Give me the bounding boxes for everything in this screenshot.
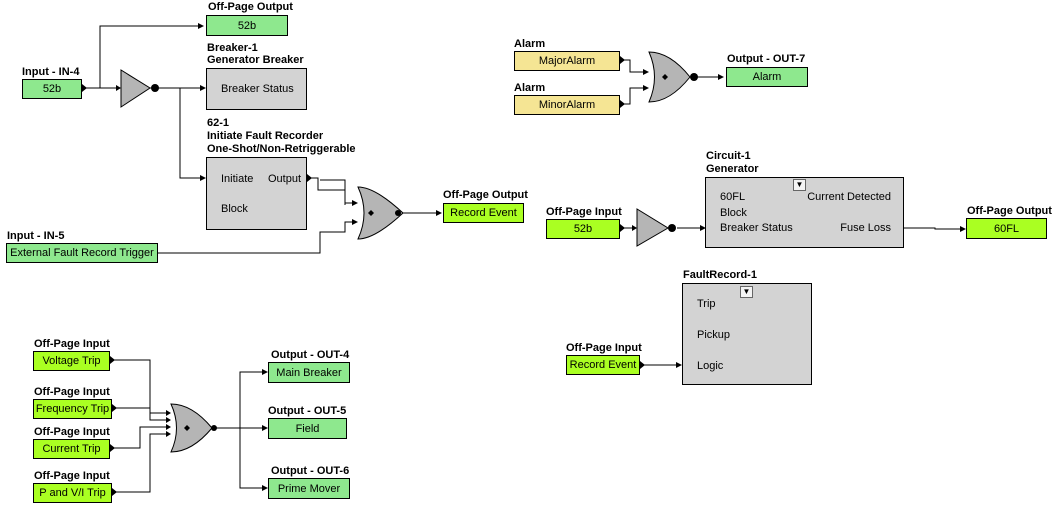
offpage-input-52b[interactable]: 52b	[546, 219, 620, 239]
pin-breaker-status: Breaker Status	[720, 222, 793, 234]
offpage-output-52b[interactable]: 52b	[206, 15, 288, 36]
offpage-output-record-event[interactable]: Record Event	[443, 203, 524, 223]
or-gate-record	[357, 186, 404, 240]
alarm-major[interactable]: MajorAlarm	[514, 51, 620, 71]
faultrecord-title: FaultRecord-1	[683, 269, 757, 281]
chevron-down-icon[interactable]: ▼	[793, 179, 806, 191]
or-gate-alarm	[648, 51, 691, 103]
faultrecord-block[interactable]: Trip Pickup Logic ▼	[682, 283, 812, 385]
alarm-major-title: Alarm	[514, 38, 546, 50]
fault-recorder-mode: One-Shot/Non-Retriggerable	[207, 143, 356, 155]
pin-current-detected: Current Detected	[807, 191, 891, 203]
pin-logic: Logic	[697, 360, 724, 372]
not-gate-circuit	[636, 208, 669, 247]
circuit-title: Circuit-1	[706, 150, 751, 162]
input-in5-title: Input - IN-5	[7, 230, 65, 242]
initiate-pin: Initiate	[221, 173, 254, 185]
input-in4[interactable]: 52b	[22, 79, 82, 99]
in-voltage-title: Off-Page Input	[34, 338, 110, 350]
breaker-block[interactable]: Breaker Status	[206, 68, 307, 110]
circuit-subtitle: Generator	[706, 163, 759, 175]
fault-recorder-title: 62-1	[207, 117, 230, 129]
out6-title: Output - OUT-6	[271, 465, 350, 477]
input-in5[interactable]: External Fault Record Trigger	[6, 243, 158, 263]
in-pvi-title: Off-Page Input	[34, 470, 110, 482]
in-pvi-trip[interactable]: P and V/I Trip	[33, 483, 112, 503]
offpage-output-60fl[interactable]: 60FL	[966, 218, 1047, 239]
out4-main-breaker[interactable]: Main Breaker	[268, 362, 350, 383]
breaker-subtitle: Generator Breaker	[207, 54, 304, 66]
breaker-title: Breaker-1	[207, 42, 258, 54]
in-frequency-title: Off-Page Input	[34, 386, 110, 398]
output7-alarm[interactable]: Alarm	[726, 67, 808, 87]
offpage-input-record-event[interactable]: Record Event	[566, 355, 640, 375]
in-current-title: Off-Page Input	[34, 426, 110, 438]
output7-title: Output - OUT-7	[727, 53, 806, 65]
pin-block: Block	[720, 207, 747, 219]
pin-pickup: Pickup	[697, 329, 731, 341]
alarm-minor-title: Alarm	[514, 82, 546, 94]
or-gate-trip	[170, 403, 213, 453]
fault-recorder-subtitle: Initiate Fault Recorder	[207, 130, 324, 142]
offpage-output-title: Off-Page Output	[208, 1, 293, 13]
pin-trip: Trip	[697, 298, 716, 310]
breaker-status-pin: Breaker Status	[221, 83, 294, 95]
input-in4-title: Input - IN-4	[22, 66, 80, 78]
in-frequency-trip[interactable]: Frequency Trip	[33, 399, 112, 419]
offpage-output-record-title: Off-Page Output	[443, 189, 528, 201]
inverter-bubble-circuit	[668, 224, 676, 232]
offpage-input-record-title: Off-Page Input	[566, 342, 642, 354]
alarm-minor[interactable]: MinorAlarm	[514, 95, 620, 115]
offpage-input-52b-title: Off-Page Input	[546, 206, 622, 218]
block-pin: Block	[221, 203, 248, 215]
pin-60fl: 60FL	[720, 191, 746, 203]
out5-field[interactable]: Field	[268, 418, 347, 439]
fault-recorder-block[interactable]: Initiate Output Block	[206, 157, 307, 230]
in-current-trip[interactable]: Current Trip	[33, 439, 110, 459]
inverter-bubble	[151, 84, 159, 92]
offpage-output-60fl-title: Off-Page Output	[967, 205, 1052, 217]
out4-title: Output - OUT-4	[271, 349, 350, 361]
chevron-down-icon[interactable]: ▼	[740, 286, 753, 298]
out5-title: Output - OUT-5	[268, 405, 347, 417]
output-pin: Output	[268, 173, 302, 185]
out6-prime-mover[interactable]: Prime Mover	[268, 478, 350, 499]
pin-fuse-loss: Fuse Loss	[840, 222, 891, 234]
circuit-block[interactable]: 60FL Block Breaker Status Current Detect…	[705, 177, 904, 248]
in-voltage-trip[interactable]: Voltage Trip	[33, 351, 110, 371]
not-gate-in4	[120, 69, 151, 108]
